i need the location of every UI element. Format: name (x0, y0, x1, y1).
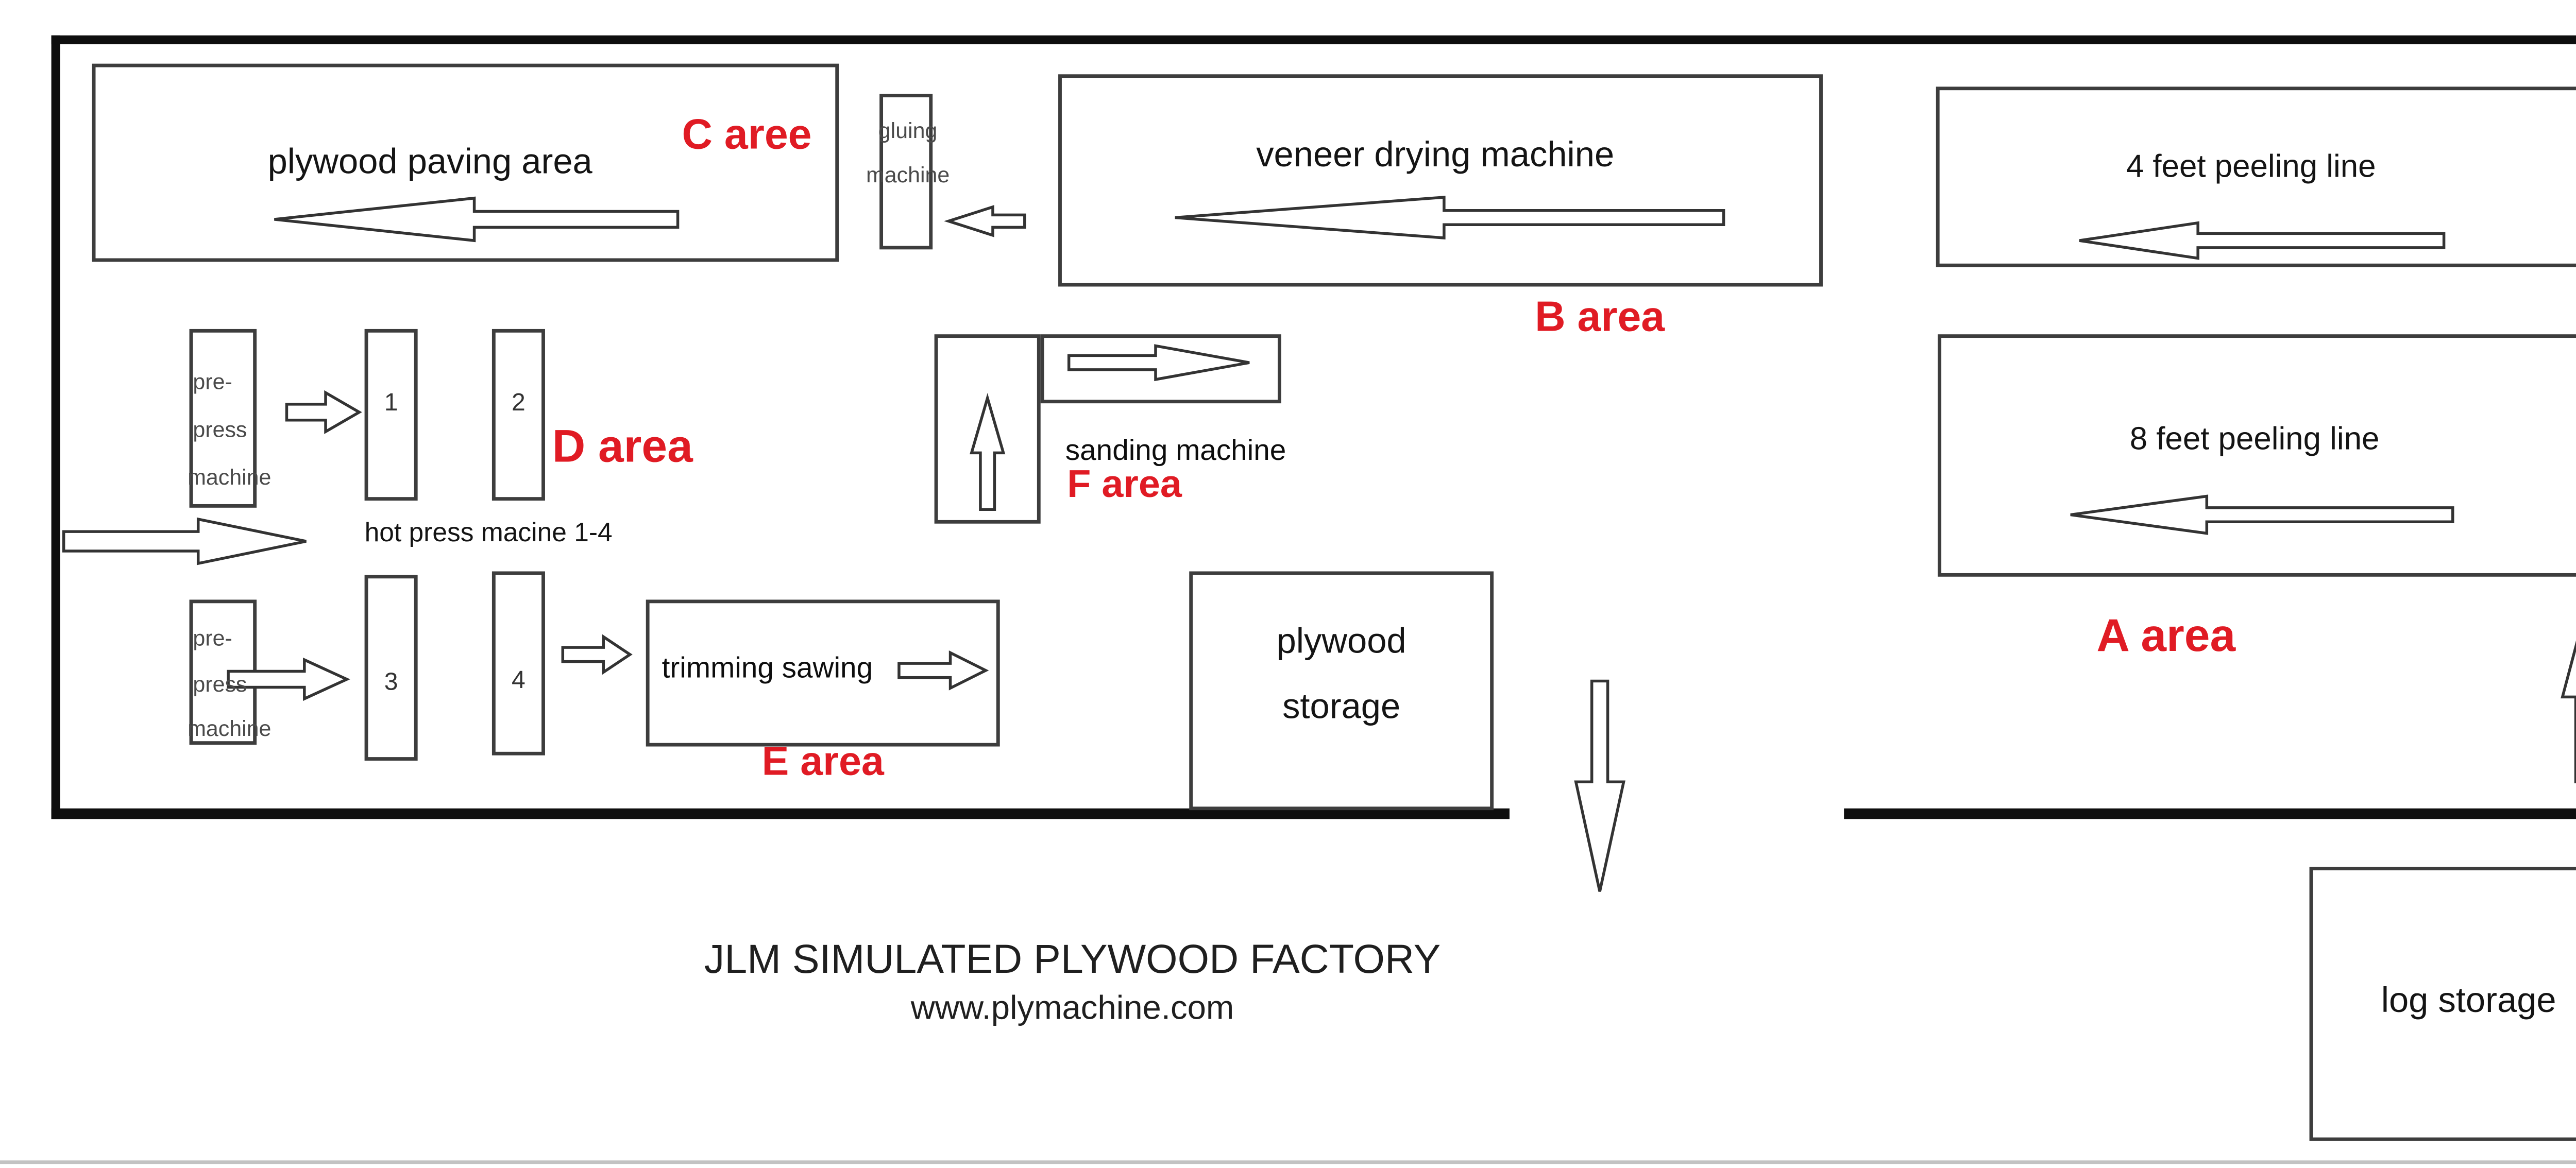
eight-feet-peeling-line-box (1938, 334, 2576, 577)
hot-press-3-box (364, 575, 418, 761)
veneer-drying-machine-label: veneer drying machine (1256, 136, 1615, 176)
gluing-machine-box (879, 94, 933, 250)
log-storage-label: log storage (2381, 982, 2556, 1021)
factory-wall-top (51, 35, 2576, 44)
hot-press-1-box (364, 329, 418, 501)
sanding-machine-label: sanding machine (1065, 435, 1286, 467)
flow-arrow-right-prepress-upper-icon (285, 390, 362, 434)
pre-press-upper-label-line1: pre- (193, 369, 232, 394)
flow-arrow-left-gluing-icon (944, 205, 1026, 237)
plywood-storage-label-line1: plywood (1276, 623, 1406, 662)
page-edge-bottom (0, 1160, 2576, 1164)
plywood-storage-label-line2: storage (1282, 688, 1401, 727)
b-area-label: B area (1535, 294, 1665, 341)
flow-arrow-down-exit-icon (1574, 679, 1625, 892)
flow-arrow-up-log-entry-icon (2561, 640, 2576, 783)
sanding-machine-horizontal-box (1040, 334, 1281, 404)
f-area-label: F area (1067, 461, 1182, 506)
pre-press-machine-box-upper (189, 329, 257, 508)
pre-press-upper-label-line2: press (193, 417, 247, 442)
four-feet-peeling-line-box (1936, 87, 2576, 267)
pre-press-upper-label-line3: machine (188, 465, 272, 490)
hot-press-4-number: 4 (512, 665, 526, 694)
hot-press-1-number: 1 (384, 387, 398, 416)
flow-arrow-right-to-trimming-icon (561, 634, 633, 675)
flow-arrow-right-entry-icon (62, 517, 307, 565)
hot-press-machine-note: hot press macine 1-4 (364, 518, 613, 548)
pre-press-lower-label-line2: press (193, 672, 247, 697)
eight-feet-peeling-line-label: 8 feet peeling line (2129, 421, 2380, 457)
gluing-machine-label-line2: machine (866, 163, 950, 188)
plywood-storage-box (1189, 571, 1494, 811)
page-title: JLM SIMULATED PLYWOOD FACTORY (704, 936, 1441, 982)
hot-press-4-box (492, 571, 545, 755)
veneer-drying-machine-box (1058, 74, 1823, 287)
hot-press-2-box (492, 329, 545, 501)
plywood-paving-area-label: plywood paving area (267, 143, 592, 182)
factory-wall-bottom-right-segment (1844, 808, 2576, 819)
four-feet-peeling-line-label: 4 feet peeling line (2126, 148, 2376, 184)
pre-press-lower-label-line3: machine (188, 716, 272, 742)
gluing-machine-label-line1: gluing (878, 118, 938, 144)
hot-press-2-number: 2 (512, 387, 526, 416)
pre-press-lower-label-line1: pre- (193, 626, 232, 651)
hot-press-3-number: 3 (384, 666, 398, 695)
factory-wall-left (51, 35, 60, 819)
factory-wall-bottom-left-segment (51, 808, 1510, 819)
a-area-label: A area (2096, 608, 2236, 662)
sanding-machine-vertical-box (934, 334, 1041, 524)
page-website: www.plymachine.com (910, 990, 1234, 1028)
e-area-label: E area (761, 737, 884, 784)
trimming-sawing-box (646, 599, 1000, 747)
c-area-label: C aree (682, 111, 812, 160)
d-area-label: D area (552, 419, 693, 473)
plywood-paving-area-box (92, 63, 839, 262)
log-storage-box (2309, 867, 2576, 1141)
trimming-sawing-label: trimming sawing (662, 652, 873, 685)
